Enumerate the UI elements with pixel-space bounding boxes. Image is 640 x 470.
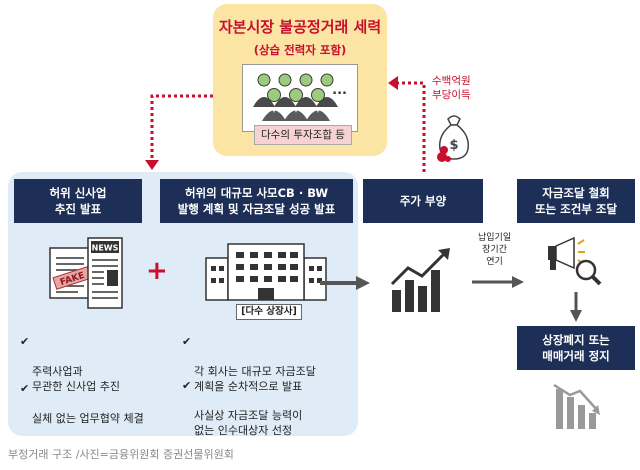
caption: 부정거래 구조 /사진=금융위원회 증권선물위원회 bbox=[8, 448, 234, 461]
plus-sign: + bbox=[146, 256, 168, 286]
header-delisting: 상장폐지 또는 매매거래 정지 bbox=[517, 326, 635, 370]
header-fund-withdraw-text: 자금조달 철회 또는 조건부 조달 bbox=[534, 186, 618, 216]
bullet-left-2: ✔ 실체 없는 업무협약 체결 bbox=[20, 381, 162, 426]
bullet-left-2-text: 실체 없는 업무협약 체결 bbox=[32, 412, 144, 425]
rising-chart-icon bbox=[390, 248, 450, 312]
falling-chart-icon bbox=[553, 383, 600, 429]
header-fund-withdraw: 자금조달 철회 또는 조건부 조달 bbox=[517, 179, 635, 223]
syndicate-title: 자본시장 불공정거래 세력 bbox=[218, 18, 382, 36]
megaphone-icon bbox=[548, 236, 602, 286]
bullet-mid-1-text: 각 회사는 대규모 자금조달 계획을 순차적으로 발표 bbox=[194, 365, 316, 393]
more-dots: ... bbox=[332, 83, 347, 98]
bullet-mid-2-text: 사실상 자금조달 능력이 없는 인수대상자 선정 bbox=[194, 409, 303, 437]
header-delisting-text: 상장폐지 또는 매매거래 정지 bbox=[542, 333, 610, 363]
listed-companies-label: [다수 상장사] bbox=[236, 304, 302, 320]
check-mark-icon: ✔ bbox=[20, 382, 30, 395]
bullet-mid-1: ✔ 각 회사는 대규모 자금조달 계획을 순차적으로 발표 bbox=[182, 334, 344, 394]
news-label-text: NEWS bbox=[92, 244, 119, 253]
check-mark-icon: ✔ bbox=[182, 379, 192, 392]
bullet-left-1-text: 주력사업과 무관한 신사업 추진 bbox=[32, 365, 120, 393]
header-fake-business-text: 허위 신사업 추진 발표 bbox=[49, 186, 107, 216]
header-price-up-text: 주가 부양 bbox=[399, 194, 447, 208]
header-fake-cb-text: 허위의 대규모 사모CB · BW 발행 계획 및 자금조달 성공 발표 bbox=[177, 186, 336, 216]
svg-text:$: $ bbox=[449, 138, 458, 153]
investment-union-label: 다수의 투자조합 등 bbox=[254, 125, 352, 145]
bullet-left-1: ✔ 주력사업과 무관한 신사업 추진 bbox=[20, 334, 152, 394]
investors-group-icon bbox=[253, 73, 338, 121]
money-bag-icon: $ bbox=[437, 115, 470, 162]
syndicate-subtitle: (상습 전력자 포함) bbox=[253, 43, 347, 57]
syndicate-box: 자본시장 불공정거래 세력 (상습 전력자 포함) ... 다수의 투자조합 등 bbox=[213, 4, 387, 156]
profit-label: 수백억원 부당이득 bbox=[432, 75, 471, 101]
check-mark-icon: ✔ bbox=[20, 335, 30, 348]
check-mark-icon: ✔ bbox=[182, 335, 192, 348]
investors-panel: ... bbox=[242, 64, 358, 132]
newspaper-icon: NEWS bbox=[87, 237, 123, 309]
payment-delay-label: 납입기일 장기간 연기 bbox=[478, 233, 512, 267]
fake-document-icon: FAKE bbox=[49, 247, 92, 299]
building-icon bbox=[205, 243, 327, 301]
bullet-mid-2: ✔ 사실상 자금조달 능력이 없는 인수대상자 선정 bbox=[182, 378, 344, 438]
header-price-up: 주가 부양 bbox=[363, 179, 483, 223]
header-fake-cb: 허위의 대규모 사모CB · BW 발행 계획 및 자금조달 성공 발표 bbox=[160, 179, 353, 223]
header-fake-business: 허위 신사업 추진 발표 bbox=[14, 179, 142, 223]
